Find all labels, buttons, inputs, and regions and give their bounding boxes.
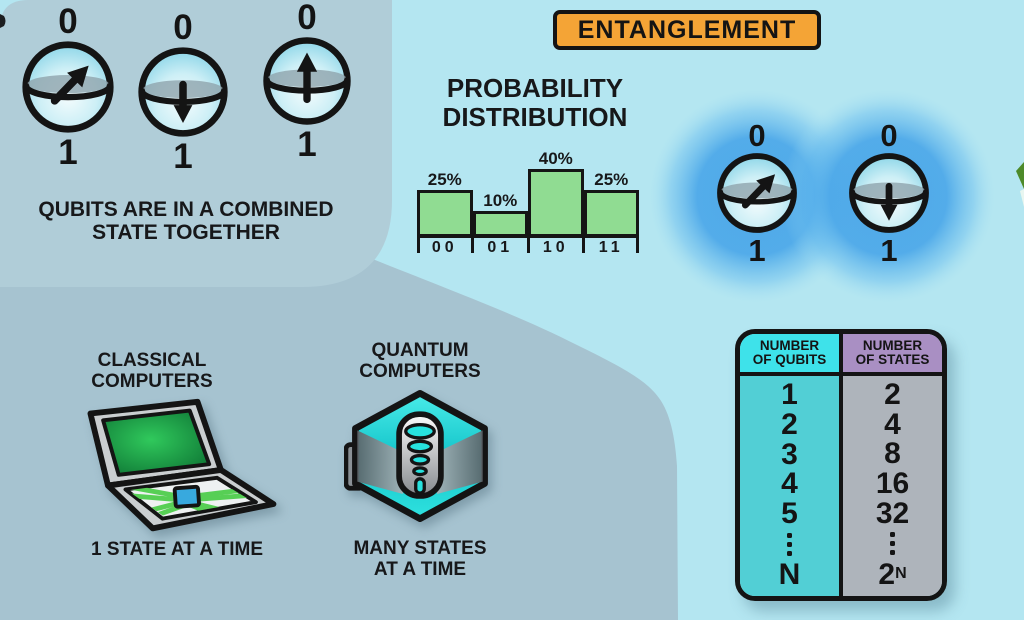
table-cell: 2 [884, 377, 901, 411]
axis-category-label: 00 [431, 239, 458, 256]
quantum-computer-icon [344, 389, 488, 523]
edge-artifact-right-green [1016, 162, 1024, 189]
header-line: NUMBER [862, 337, 923, 353]
qubit-bottom-label: 1 [748, 233, 766, 268]
table-cell: N [778, 557, 801, 591]
table-cell: 32 [875, 496, 910, 530]
chart-bar-group: 40% [528, 150, 584, 234]
chart-bars: 25% 10% 40% 25% [417, 150, 639, 238]
chart-bar-group: 25% [583, 150, 639, 234]
table-cell [890, 529, 895, 558]
axis-tick [636, 238, 639, 253]
table-cell: 5 [781, 497, 798, 531]
chart-axis: 00 01 10 11 [417, 238, 639, 256]
entanglement-banner-label: ENTANGLEMENT [577, 15, 797, 44]
bottom-band-shape [0, 258, 678, 620]
table-cell: 8 [884, 437, 901, 471]
table-cell: 4 [884, 407, 901, 441]
title-line: QUANTUM [371, 340, 469, 361]
axis-category-label: 01 [487, 239, 514, 256]
caption-line: STATE TOGETHER [92, 221, 280, 244]
caption-line: AT A TIME [373, 559, 467, 580]
table-cell: 2 [781, 407, 798, 441]
axis-tick [526, 238, 530, 253]
table-cell: 3 [781, 437, 798, 471]
qubit-top-label: 0 [297, 0, 317, 37]
chart-bar-group: 10% [472, 150, 528, 234]
axis-tick [417, 238, 420, 253]
table-header-states: NUMBER OF STATES [843, 334, 942, 376]
quantum-computers-title: QUANTUM COMPUTERS [340, 340, 500, 382]
header-line: OF STATES [855, 352, 930, 367]
axis-tick [471, 238, 474, 253]
table-header-qubits: NUMBER OF QUBITS [740, 334, 839, 376]
axis-tick [582, 238, 585, 253]
table-cell: 2N [878, 558, 907, 592]
classical-caption: 1 STATE AT A TIME [77, 539, 277, 560]
bar [528, 169, 584, 234]
table-cell: 1 [781, 377, 798, 411]
ellipsis-dots [787, 530, 792, 559]
bloch-sphere-icon [22, 41, 114, 133]
bar-value-label: 25% [427, 170, 462, 189]
bar-value-label: 40% [538, 149, 573, 168]
title-line: CLASSICAL [97, 350, 207, 371]
bar [583, 190, 639, 234]
axis-category-label: 11 [598, 239, 624, 256]
qubit-bottom-label: 1 [58, 133, 78, 172]
probability-distribution-title: PROBABILITY DISTRIBUTION [428, 74, 642, 132]
ellipsis-dots [890, 529, 895, 558]
probability-chart: 25% 10% 40% 25% 00 01 10 11 [417, 150, 639, 256]
table-cell [787, 530, 792, 559]
edge-artifact-right-white [1020, 189, 1024, 207]
quantum-caption: MANY STATES AT A TIME [340, 538, 500, 580]
qubit-top-label: 0 [880, 118, 898, 153]
title-line: COMPUTERS [91, 371, 213, 392]
header-line: OF QUBITS [752, 352, 827, 367]
bloch-sphere-icon [138, 47, 228, 137]
bar [417, 190, 473, 234]
title-line: COMPUTERS [359, 361, 481, 382]
caption-line: QUBITS ARE IN A COMBINED [38, 198, 334, 221]
qubit-top-label: 0 [58, 2, 78, 41]
bloch-sphere-icon [263, 37, 351, 125]
qubit-bottom-label: 1 [173, 137, 193, 176]
laptop-icon [87, 398, 277, 532]
bloch-sphere-icon [717, 153, 797, 233]
header-line: NUMBER [759, 337, 820, 353]
chart-bar-group: 25% [417, 150, 473, 234]
classical-computers-title: CLASSICAL COMPUTERS [72, 350, 232, 392]
edge-artifact-left [0, 14, 6, 28]
entanglement-banner: ENTANGLEMENT [553, 10, 821, 50]
table-cell: 16 [875, 466, 910, 500]
qubit-top-label: 0 [748, 118, 766, 153]
title-line: DISTRIBUTION [442, 102, 628, 132]
qubit-bottom-label: 1 [297, 125, 317, 164]
bar-value-label: 25% [594, 170, 629, 189]
qubit-top-label: 0 [173, 8, 193, 47]
table-cell: 4 [781, 467, 798, 501]
qubit-bottom-label: 1 [880, 233, 898, 268]
axis-category-label: 10 [542, 239, 569, 256]
caption-line: MANY STATES [353, 538, 487, 559]
caption-line: 1 STATE AT A TIME [90, 539, 264, 560]
bar [472, 211, 528, 234]
bloch-sphere-icon [849, 153, 929, 233]
bar-value-label: 10% [483, 191, 518, 210]
title-line: PROBABILITY [446, 73, 624, 103]
combined-state-caption: QUBITS ARE IN A COMBINED STATE TOGETHER [6, 198, 366, 244]
